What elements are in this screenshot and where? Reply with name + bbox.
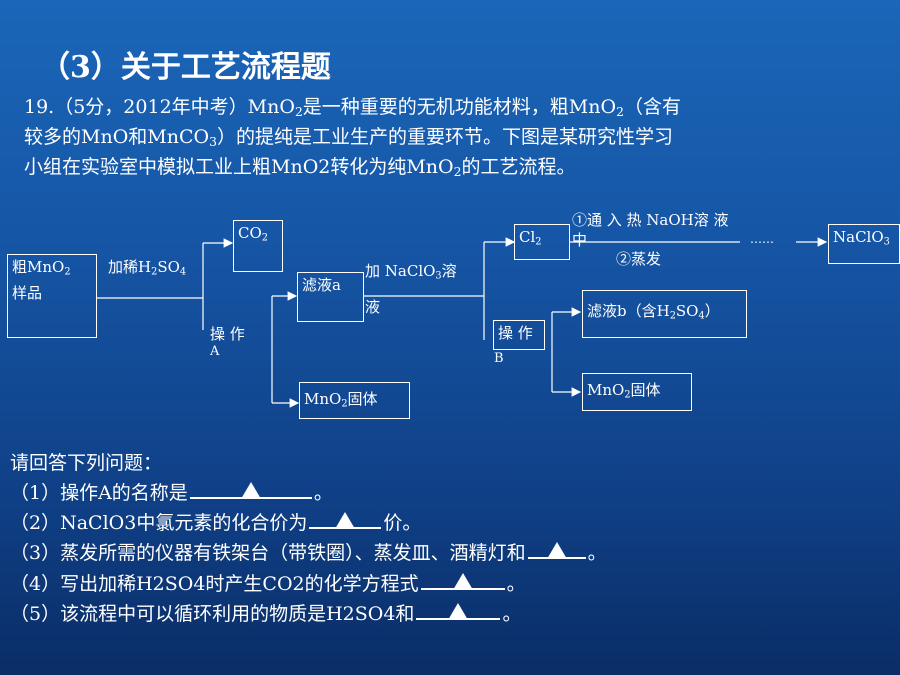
- question-4: （4）写出加稀H2SO4时产生CO2的化学方程式。: [10, 572, 526, 595]
- answer-blank-1[interactable]: [189, 481, 312, 499]
- operation-b-box: 操 作: [493, 320, 545, 350]
- answer-blank-5[interactable]: [416, 602, 501, 620]
- add-dilute-acid-label: 加稀H2SO4: [108, 258, 187, 278]
- question-1: （1）操作A的名称是。: [10, 481, 333, 504]
- question-3: （3）蒸发所需的仪器有铁架台（带铁圈）、蒸发皿、酒精灯和。: [10, 541, 607, 564]
- intro-line-1: 19.（5分，2012年中考）MnO2是一种重要的无机功能材料，粗MnO2（含有: [24, 96, 681, 120]
- mno2-solid-a-box: MnO2固体: [299, 382, 410, 419]
- operation-a-label: 操 作 A: [210, 325, 245, 359]
- triangle-icon: [546, 542, 567, 559]
- ellipsis-label: ……: [750, 232, 774, 246]
- step-1-label: ①通 入 热 NaOH溶 液: [572, 211, 729, 229]
- page-title: （3）关于工艺流程题: [40, 50, 331, 85]
- intro-line-2: 较多的MnO和MnCO3）的提纯是工业生产的重要环节。下图是某研究性学习: [24, 126, 673, 150]
- triangle-icon: [448, 603, 469, 620]
- filtrate-b-box: 滤液b（含H2SO4）: [582, 290, 747, 338]
- questions-header: 请回答下列问题：: [10, 452, 163, 474]
- answer-blank-3[interactable]: [527, 541, 586, 559]
- cl2-box: Cl2: [514, 224, 570, 260]
- add-naclo3-label: 加 NaClO3溶: [365, 262, 457, 282]
- add-naclo3-label-cont: 液: [365, 298, 381, 316]
- step-1-label-cont: 中: [572, 231, 588, 249]
- intro-line-3: 小组在实验室中模拟工业上粗MnO2转化为纯MnO2的工艺流程。: [24, 156, 576, 180]
- question-2: （2）NaClO3中氯元素的化合价为价。: [10, 511, 422, 534]
- triangle-icon: [240, 482, 261, 499]
- filtrate-a-box: 滤液a: [297, 272, 364, 322]
- answer-blank-4[interactable]: [420, 572, 505, 590]
- answer-blank-2[interactable]: [309, 511, 382, 529]
- raw-mno2-sample-box: 粗MnO2 样品: [7, 254, 97, 338]
- co2-box: CO2: [233, 220, 283, 272]
- mno2-solid-b-box: MnO2固体: [582, 373, 692, 411]
- triangle-icon: [452, 573, 473, 590]
- naclo3-product-box: NaClO3: [828, 224, 900, 264]
- question-5: （5）该流程中可以循环利用的物质是H2SO4和。: [10, 602, 522, 625]
- triangle-icon: [335, 512, 356, 529]
- step-2-label: ②蒸发: [616, 250, 662, 268]
- intro-text: 19.（5分，2012年中考）MnO2是一种重要的无机功能材料，粗MnO2（含有…: [24, 92, 884, 182]
- operation-b-label: B: [494, 351, 504, 366]
